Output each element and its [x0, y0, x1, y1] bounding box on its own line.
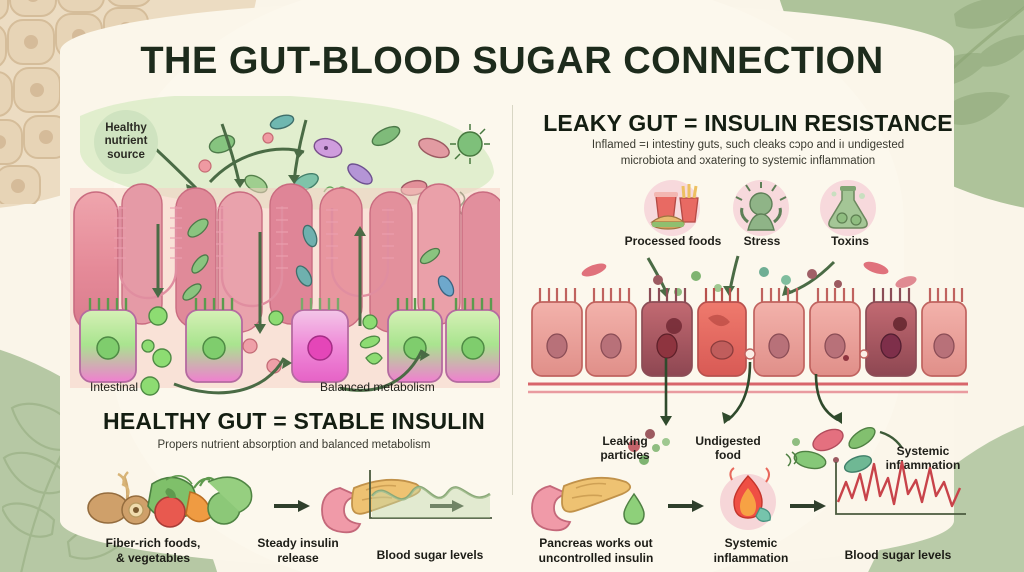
healthy-flow-illustration — [87, 471, 464, 534]
label-steady-insulin-release: Steady insulin release — [228, 536, 368, 566]
label-toxins: Toxins — [831, 234, 869, 248]
caption-undigested-food: Undigested food — [678, 434, 778, 463]
caption-line: Leaking — [602, 434, 648, 448]
pancreas-drop-icon — [531, 476, 645, 532]
page-title: THE GUT-BLOOD SUGAR CONNECTION — [140, 40, 884, 82]
label-blood-sugar-levels-healthy: Blood sugar levels — [360, 548, 500, 563]
label-line: release — [277, 551, 319, 565]
label-line: Steady insulin — [257, 536, 339, 550]
label-systemic-inflammation-flow: Systemic inflammation — [686, 536, 816, 566]
flow-arrow-4 — [790, 500, 826, 512]
subheadline-line: Inflamed =ı intestiny guts, such cleaks … — [591, 139, 905, 151]
leaky-gut-illustration — [528, 255, 968, 426]
caption-line: particles — [600, 448, 650, 463]
caption-line: Systemic — [896, 444, 950, 458]
caption-leaking-particles: Leaking particles — [580, 434, 670, 463]
caption-line: food — [715, 448, 741, 463]
leaky-gut-subheadline: Inflamed =ı intestiny guts, such cleaks … — [538, 138, 958, 169]
processed-food-icon — [644, 180, 700, 236]
healthy-gut-headline: HEALTHY GUT = STABLE INSULIN — [103, 408, 485, 434]
healthy-gut-illustration — [70, 96, 500, 396]
stable-line-chart-icon — [369, 470, 492, 519]
healthy-nutrient-source-bubble: Healthy nutrient source — [94, 110, 158, 174]
leaky-flow-illustration — [531, 467, 826, 532]
microbiome-field — [80, 96, 494, 210]
lumen-bacteria — [182, 218, 455, 301]
flame-icon — [720, 467, 776, 530]
label-blood-sugar-levels-erratic: Blood sugar levels — [828, 548, 968, 563]
label-processed-foods: Processed foods — [624, 234, 722, 248]
flow-arrow-2 — [430, 500, 464, 512]
tight-junction-gap — [859, 349, 869, 359]
leaking-particles-top — [581, 261, 917, 296]
toxins-icon — [820, 180, 876, 236]
label-line: Blood sugar levels — [844, 548, 952, 562]
trigger-icons — [644, 180, 876, 236]
label-line: & vegetables — [115, 551, 191, 565]
subheadline-line: microbiota and ɔxatering to systemic inf… — [620, 154, 876, 167]
vegetables-icon — [87, 471, 253, 528]
label-line: Systemic — [724, 536, 778, 550]
nutrient-molecules — [140, 306, 383, 396]
flow-arrow-3 — [668, 500, 704, 512]
caption-balanced-metabolism: Balanced metabolism — [320, 380, 435, 394]
label-line: Pancreas works out — [539, 536, 653, 550]
bubble-label: Healthy nutrient source — [104, 122, 148, 161]
panel-divider — [512, 105, 513, 495]
caption-line: Undigested — [695, 434, 761, 448]
tight-junction-gap — [744, 348, 756, 360]
healthy-gut-subheadline: Propers nutrient absorption and balanced… — [157, 439, 431, 451]
label-stress: Stress — [743, 234, 781, 248]
leaky-gut-headline: LEAKY GUT = INSULIN RESISTANCE — [543, 110, 953, 136]
absorption-arrows — [156, 224, 424, 395]
stress-icon — [733, 180, 789, 236]
caption-intestinal: Intestinal — [90, 380, 139, 394]
label-line: Fiber-rich foods, — [105, 536, 201, 550]
label-fiber-rich-foods: Fiber-rich foods, & vegetables — [78, 536, 228, 566]
label-line: Blood sugar levels — [376, 548, 484, 562]
label-line: uncontrolled insulin — [538, 551, 654, 565]
pancreas-icon — [321, 478, 422, 534]
flow-arrow-1 — [274, 500, 310, 512]
escaped-particles — [628, 426, 903, 473]
inflamed-epithelial-cells — [531, 288, 967, 377]
erratic-line-chart-icon — [835, 460, 966, 515]
label-pancreas-uncontrolled-insulin: Pancreas works out uncontrolled insulin — [506, 536, 686, 566]
epithelial-cells — [79, 298, 500, 383]
microvilli-teeth — [114, 207, 394, 269]
label-line: inflammation — [713, 551, 789, 565]
